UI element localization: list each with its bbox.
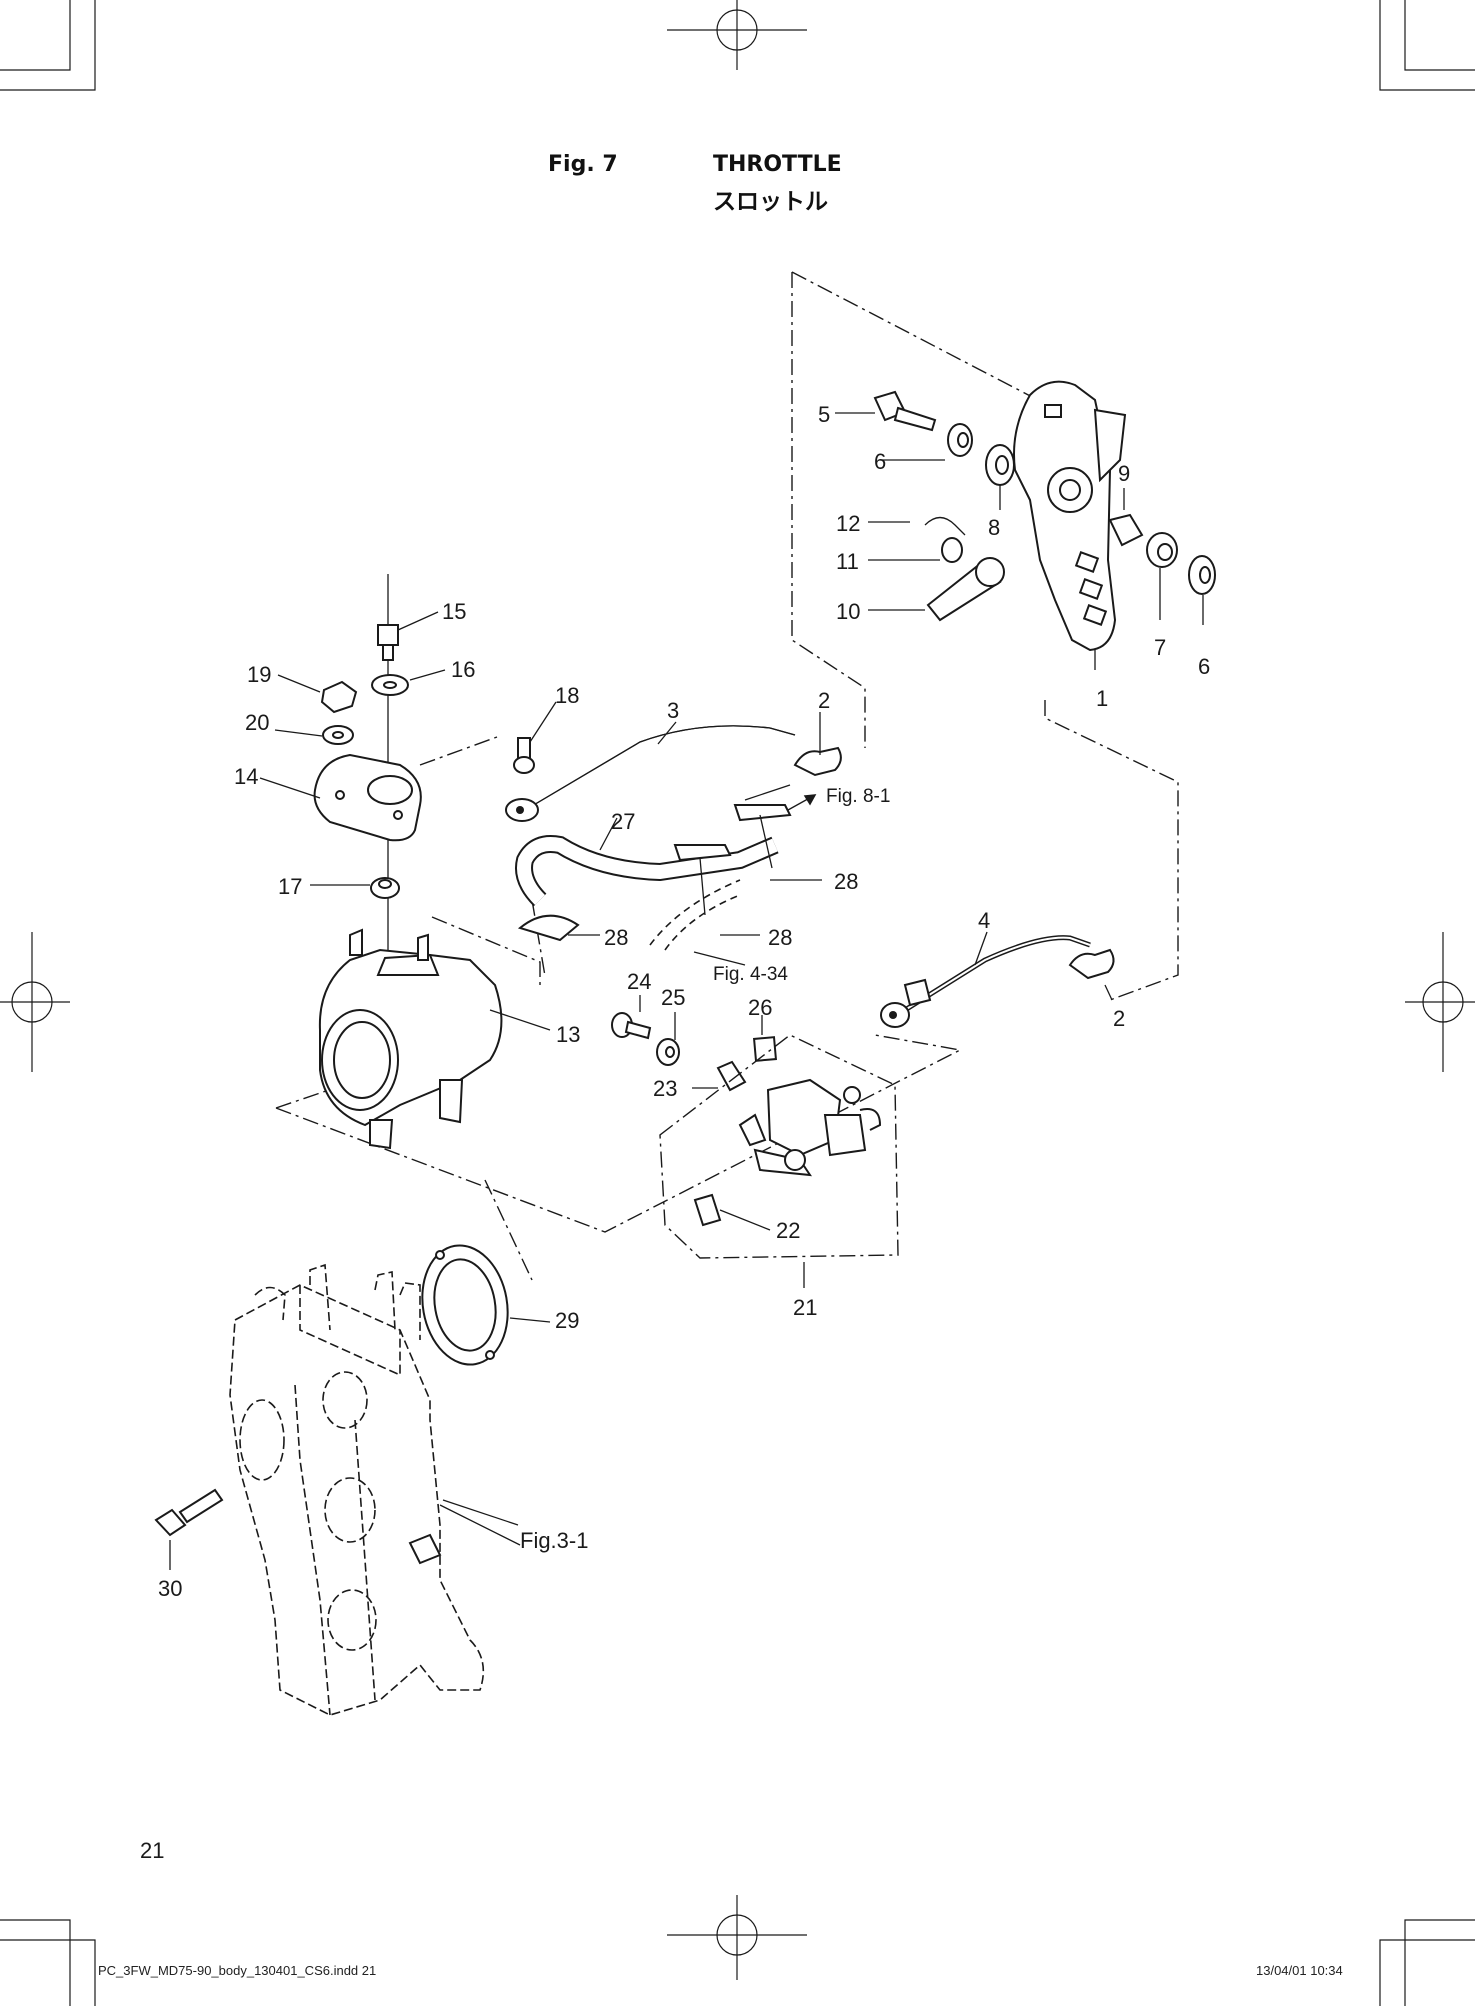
registration-target-top (667, 0, 807, 70)
leader-lines (169, 412, 1204, 1570)
washer-16 (371, 674, 409, 696)
part-number-2a: 2 (818, 688, 830, 713)
part-number-7: 7 (1154, 635, 1166, 660)
part-number-29: 29 (555, 1308, 579, 1333)
washer-25 (656, 1038, 680, 1066)
part-number-28c: 28 (604, 925, 628, 950)
figure-title-english: THROTTLE (713, 152, 842, 177)
part-number-27: 27 (611, 809, 635, 834)
part-number-17: 17 (278, 874, 302, 899)
part-number-19: 19 (247, 662, 271, 687)
reference-fig-3-1: Fig.3-1 (520, 1528, 588, 1553)
hose-27 (515, 835, 779, 951)
reference-fig-4-34: Fig. 4-34 (713, 964, 788, 985)
registration-target-right (1405, 932, 1475, 1072)
throttle-body-13 (318, 928, 503, 1150)
clip-2a (793, 746, 842, 777)
bolt-5 (873, 390, 937, 432)
part-number-18: 18 (555, 683, 579, 708)
figure-title-japanese: スロットル (713, 189, 828, 215)
throttle-rod-3 (505, 725, 796, 822)
washer-8 (985, 444, 1015, 486)
part-number-30: 30 (158, 1576, 182, 1601)
clip-12 (924, 516, 966, 536)
arrow-to-fig-8-1 (787, 794, 817, 811)
throttle-lever-arm (1013, 380, 1127, 652)
washer-6a (947, 423, 973, 457)
part-number-9: 9 (1118, 461, 1130, 486)
part-number-13: 13 (556, 1022, 580, 1047)
reference-fig-8-1: Fig. 8-1 (826, 786, 890, 807)
part-number-1: 1 (1096, 686, 1108, 711)
print-slug-filename: PC_3FW_MD75-90_body_130401_CS6.indd 21 (98, 1963, 377, 1978)
ball-joint-18 (513, 737, 535, 774)
part-number-14: 14 (234, 764, 258, 789)
part-number-8: 8 (988, 515, 1000, 540)
throttle-rod-4 (880, 935, 1091, 1028)
part-number-10: 10 (836, 599, 860, 624)
part-number-labels: 1 2 2 3 4 5 6 6 7 8 9 10 11 12 13 14 15 … (158, 402, 1210, 1601)
screw-24 (611, 1012, 652, 1040)
collar-23 (716, 1060, 747, 1092)
clamp-28a (733, 804, 792, 869)
part-number-20: 20 (245, 710, 269, 735)
part-number-6a: 6 (874, 449, 886, 474)
part-number-11: 11 (836, 549, 859, 574)
registration-target-left (0, 932, 70, 1072)
part-number-3: 3 (667, 698, 679, 723)
part-number-28b: 28 (768, 925, 792, 950)
page-number: 21 (140, 1838, 165, 1863)
part-number-2b: 2 (1113, 1006, 1125, 1031)
part-number-21: 21 (793, 1295, 817, 1320)
engine-block-phantom (229, 1263, 521, 1716)
clip-2b (1068, 948, 1115, 980)
collar-9 (1108, 513, 1144, 547)
bracket-14 (313, 753, 422, 842)
part-number-28a: 28 (834, 869, 858, 894)
gasket-29 (421, 1244, 509, 1366)
link-assembly-21 (659, 1034, 899, 1259)
part-number-22: 22 (776, 1218, 800, 1243)
label-26 (752, 1036, 778, 1062)
part-number-25: 25 (661, 985, 685, 1010)
part-number-23: 23 (653, 1076, 677, 1101)
figure-number: Fig. 7 (548, 152, 618, 177)
clamp-28c (517, 914, 580, 942)
part-number-16: 16 (451, 657, 475, 682)
washer-6b (1188, 555, 1216, 595)
part-number-5: 5 (818, 402, 830, 427)
nut-19 (320, 680, 358, 714)
clamp-28b (673, 844, 732, 916)
bolt-15 (377, 624, 399, 661)
registration-target-bottom (667, 1895, 807, 1980)
part-number-4: 4 (978, 908, 990, 933)
part-number-24: 24 (627, 969, 651, 994)
part-number-15: 15 (442, 599, 466, 624)
bushing-22 (693, 1193, 722, 1227)
washer-20 (322, 725, 354, 745)
print-slug-date: 13/04/01 10:34 (1256, 1963, 1343, 1978)
bushing-7 (1146, 532, 1178, 568)
washer-11 (941, 537, 963, 563)
part-number-12: 12 (836, 511, 860, 536)
grommet-17 (370, 877, 400, 899)
part-number-6b: 6 (1198, 654, 1210, 679)
joint-10 (926, 557, 1005, 622)
part-number-26: 26 (748, 995, 772, 1020)
bolt-30 (154, 1488, 224, 1537)
